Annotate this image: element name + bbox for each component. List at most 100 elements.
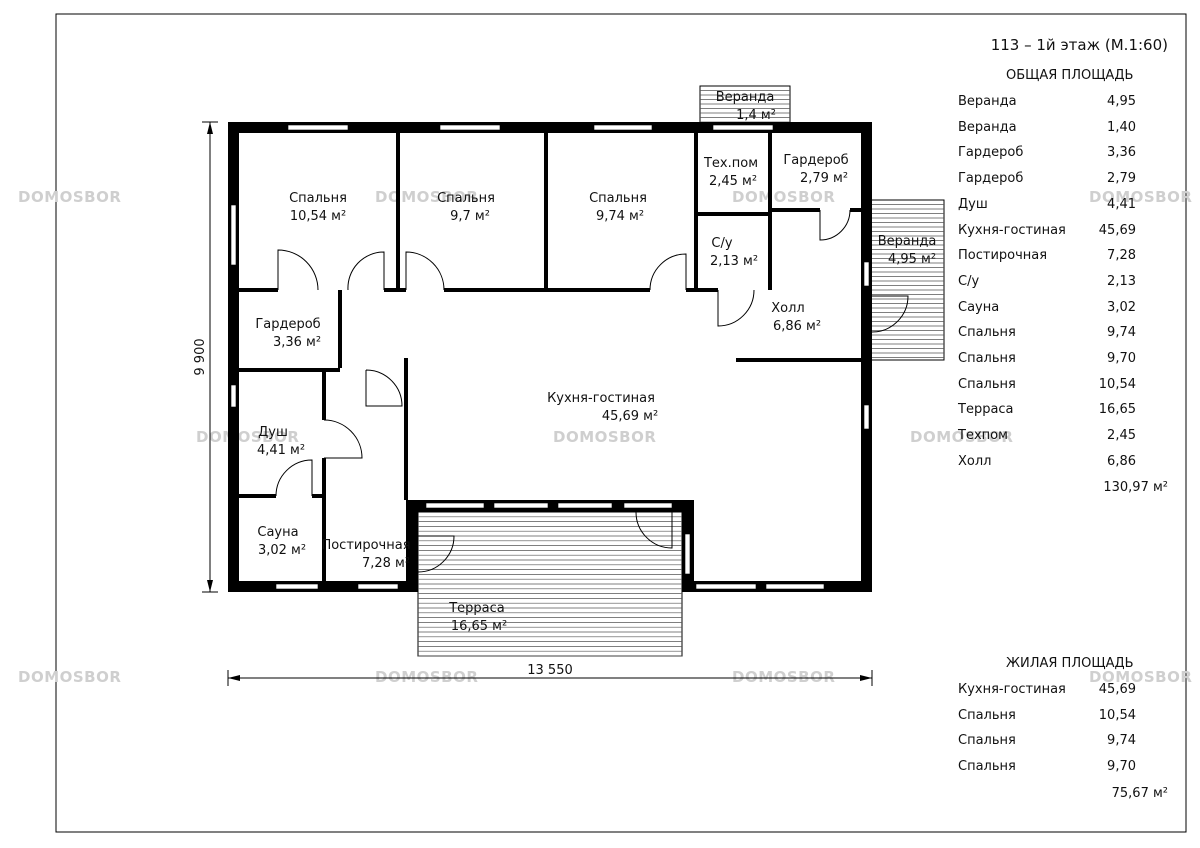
window	[684, 533, 691, 575]
room-area: 9,74 м²	[596, 209, 644, 224]
room-area: 16,65 м²	[451, 619, 507, 634]
room-area: 7,28 м²	[362, 556, 410, 571]
sheet-title: 113 – 1й этаж (М.1:60)	[990, 36, 1168, 54]
watermark: DOMOSBOR	[732, 188, 835, 206]
schedule-room-name: Спальня	[958, 733, 1016, 749]
room-area: 2,79 м²	[800, 171, 848, 186]
schedule-room-name: Сауна	[958, 299, 1000, 315]
room-name: Гардероб	[255, 317, 320, 332]
room-name: Спальня	[589, 191, 647, 206]
room-area: 6,86 м²	[773, 319, 821, 334]
schedule-room-value: 45,69	[1098, 682, 1136, 697]
schedule-room-name: Спальня	[958, 759, 1016, 775]
room-name: Веранда	[878, 234, 937, 249]
schedule-room-value: 1,40	[1107, 119, 1136, 135]
schedule-row: Спальня 10,54	[958, 708, 1136, 726]
living-area-sum: 75,67 м²	[1111, 786, 1168, 801]
room-name: Кухня-гостиная	[547, 391, 655, 406]
room-area: 45,69 м²	[602, 409, 658, 424]
room-area: 4,41 м²	[257, 443, 305, 458]
window	[287, 124, 349, 131]
schedule-row: Веранда 1,40	[958, 120, 1136, 138]
schedule-room-name: Терраса	[958, 402, 1014, 418]
schedule-room-value: 9,70	[1107, 759, 1136, 775]
schedule-room-value: 2,79	[1107, 171, 1136, 187]
room-name: Веранда	[716, 90, 775, 105]
schedule-room-value: 10,54	[1098, 376, 1136, 392]
schedule-row: Гардероб 2,79	[958, 171, 1136, 189]
room-area: 9,7 м²	[450, 209, 490, 224]
door	[819, 209, 851, 241]
schedule-room-value: 2,13	[1107, 273, 1136, 289]
watermark: DOMOSBOR	[375, 668, 478, 686]
schedule-room-value: 4,41	[1107, 196, 1136, 212]
door	[635, 511, 673, 549]
room-name: Постирочная	[321, 538, 410, 553]
window	[275, 583, 319, 590]
watermark: DOMOSBOR	[18, 188, 121, 206]
veranda-right-deck	[869, 199, 945, 361]
door	[417, 535, 455, 573]
window	[230, 384, 237, 408]
room-labels: Спальня 10,54 м² Спальня 9,7 м² Спальня …	[255, 90, 936, 634]
watermark: DOMOSBOR	[375, 188, 478, 206]
schedule-room-value: 6,86	[1107, 453, 1136, 469]
watermark: DOMOSBOR	[196, 428, 299, 446]
schedule-row: Кухня-гостиная 45,69	[958, 223, 1136, 241]
window	[230, 204, 237, 266]
schedule-room-value: 45,69	[1098, 222, 1136, 238]
schedule-room-name: Кухня-гостиная	[958, 222, 1066, 238]
door	[323, 419, 363, 459]
drawing-frame	[55, 13, 1187, 833]
schedule-row: Постирочная 7,28	[958, 248, 1136, 266]
total-area-heading: ОБЩАЯ ПЛОЩАДЬ	[1006, 68, 1134, 83]
watermark: DOMOSBOR	[1089, 668, 1192, 686]
doors	[275, 209, 909, 573]
schedule-room-name: Гардероб	[958, 171, 1024, 187]
schedule-room-value: 4,95	[1107, 94, 1136, 109]
schedule-room-value: 7,28	[1107, 248, 1136, 264]
room-name: Душ	[258, 425, 288, 440]
schedule-room-name: Постирочная	[958, 248, 1048, 264]
room-area: 1,4 м²	[736, 108, 776, 123]
watermark: DOMOSBOR	[910, 428, 1013, 446]
room-name: Терраса	[448, 601, 505, 616]
door	[275, 459, 313, 497]
schedule-room-name: Веранда	[958, 119, 1017, 135]
schedule-room-value: 9,70	[1107, 351, 1136, 366]
schedule-room-value: 10,54	[1098, 707, 1136, 723]
door	[649, 253, 687, 291]
schedule-room-value: 16,65	[1098, 402, 1136, 418]
window	[439, 124, 501, 131]
schedule-room-name: Душ	[958, 196, 988, 212]
windows	[230, 124, 870, 590]
room-area: 2,45 м²	[709, 174, 757, 189]
schedule-room-value: 3,02	[1107, 299, 1136, 315]
schedule-room-name: Спальня	[958, 325, 1016, 341]
room-name: Холл	[771, 301, 804, 316]
door	[717, 289, 755, 327]
room-area: 10,54 м²	[290, 209, 346, 224]
schedule-room-name: Веранда	[958, 94, 1017, 109]
window	[712, 124, 774, 131]
schedule-room-name: Спальня	[958, 376, 1016, 392]
watermark: DOMOSBOR	[553, 428, 656, 446]
watermark: DOMOSBOR	[732, 668, 835, 686]
window	[593, 124, 653, 131]
schedule-room-name: Спальня	[958, 707, 1016, 723]
window	[357, 583, 399, 590]
room-name: Спальня	[437, 191, 495, 206]
window	[695, 583, 757, 590]
terrace-wall	[406, 500, 694, 512]
schedule-row: Веранда 4,95	[958, 94, 1136, 112]
door	[871, 295, 909, 333]
width-dimension: 13 550	[527, 663, 573, 678]
schedule-row: Спальня 9,70	[958, 759, 1136, 777]
door	[277, 249, 319, 291]
room-area: 2,13 м²	[710, 254, 758, 269]
schedule-room-name: Гардероб	[958, 145, 1024, 161]
